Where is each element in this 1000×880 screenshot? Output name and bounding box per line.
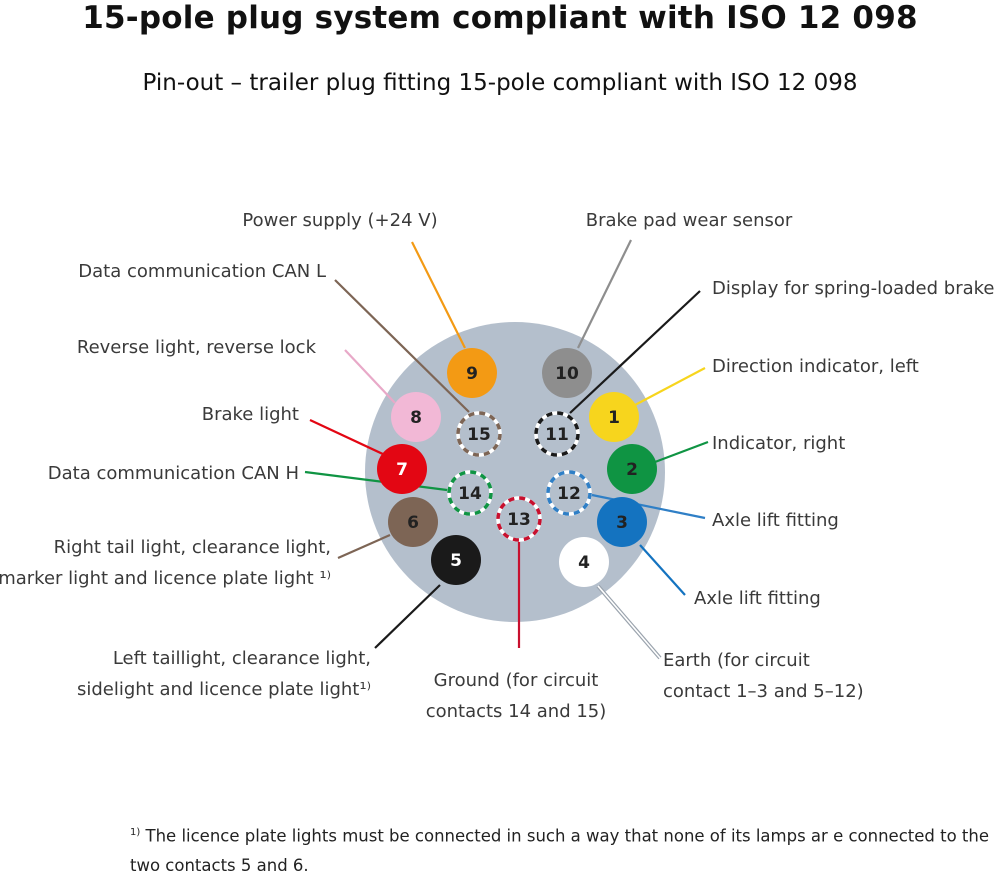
pin-number: 5 — [450, 551, 462, 571]
pin-number: 9 — [466, 364, 478, 384]
pin-11: 11 — [534, 411, 580, 457]
pin-8-body — [391, 392, 441, 442]
pin-8: 8 — [391, 392, 441, 442]
pin-1: 1 — [589, 392, 639, 442]
pin-4: 4 — [559, 537, 609, 587]
leader-line-8 — [344, 349, 396, 404]
pin-4-label: Earth (for circuit — [663, 650, 810, 671]
pin-4-label: contact 1–3 and 5–12) — [663, 681, 864, 702]
pin-4-body — [559, 537, 609, 587]
pin-number: 2 — [626, 460, 638, 480]
pin-number: 13 — [507, 510, 531, 530]
leader-line-2 — [654, 440, 709, 464]
page-subtitle: Pin-out – trailer plug fitting 15-pole c… — [142, 70, 858, 96]
pin-5-body — [431, 535, 481, 585]
pin-number: 3 — [616, 513, 628, 533]
pin-number: 10 — [555, 364, 579, 384]
leader-line-3 — [639, 544, 686, 596]
pin-6: 6 — [388, 497, 438, 547]
leader-line-9 — [411, 241, 466, 349]
pin-14-dashes — [447, 470, 493, 516]
leader-line-11 — [569, 290, 701, 414]
pin-13-label: contacts 14 and 15) — [426, 701, 607, 722]
pin-1-body — [589, 392, 639, 442]
pin-14-label: Data communication CAN H — [48, 463, 299, 484]
pin-15: 15 — [456, 411, 502, 457]
pin-10: 10 — [542, 348, 592, 398]
pin-number: 15 — [467, 425, 491, 445]
pin-number: 6 — [407, 513, 419, 533]
pin-5-label: sidelight and licence plate light¹⁾ — [77, 679, 371, 700]
pin-2: 2 — [607, 444, 657, 494]
leader-line-15 — [334, 279, 470, 413]
pin-8-label: Reverse light, reverse lock — [77, 337, 317, 358]
leader-line-5 — [374, 584, 441, 649]
pin-12-dashes — [546, 470, 592, 516]
leader-line-4-inner — [597, 585, 661, 659]
pin-10-label: Brake pad wear sensor — [586, 210, 793, 231]
pin-15-label: Data communication CAN L — [78, 261, 326, 282]
pin-3: 3 — [597, 497, 647, 547]
pin-5-label: Left taillight, clearance light, — [113, 648, 371, 669]
pin-12: 12 — [546, 470, 592, 516]
pin-5: 5 — [431, 535, 481, 585]
pin-9-body — [447, 348, 497, 398]
footnote-marker: 1) — [130, 827, 141, 838]
footnote: 1) The licence plate lights must be conn… — [130, 818, 1000, 880]
pin-9-label: Power supply (+24 V) — [242, 210, 437, 231]
pin-6-label: Right tail light, clearance light, — [54, 537, 331, 558]
pin-2-body — [607, 444, 657, 494]
pin-6-body — [388, 497, 438, 547]
pin-number: 4 — [578, 553, 590, 573]
pin-1-label: Direction indicator, left — [712, 356, 919, 377]
pin-15-dashes — [456, 411, 502, 457]
page-title: 15-pole plug system compliant with ISO 1… — [82, 0, 918, 36]
pin-2-label: Indicator, right — [712, 433, 845, 454]
pin-number: 1 — [608, 408, 620, 428]
pin-3-label: Axle lift fitting — [694, 588, 821, 609]
pin-12-label: Axle lift fitting — [712, 510, 839, 531]
leader-line-10 — [577, 239, 632, 349]
pin-7-label: Brake light — [202, 404, 299, 425]
pin-7: 7 — [377, 444, 427, 494]
pin-10-body — [542, 348, 592, 398]
pin-11-label: Display for spring-loaded brake — [712, 278, 994, 299]
pin-number: 12 — [557, 484, 581, 504]
pin-7-body — [377, 444, 427, 494]
pin-13-label: Ground (for circuit — [434, 670, 599, 691]
pin-number: 7 — [396, 460, 408, 480]
leader-line-1 — [634, 367, 706, 406]
pin-14: 14 — [447, 470, 493, 516]
leader-line-12 — [591, 493, 706, 520]
pin-number: 14 — [458, 484, 482, 504]
leader-line-6 — [337, 533, 391, 560]
leader-line-14 — [304, 470, 448, 492]
pin-9: 9 — [447, 348, 497, 398]
pin-13: 13 — [496, 496, 542, 542]
leader-line-7 — [309, 419, 386, 456]
pin-number: 11 — [545, 425, 569, 445]
pin-13-dashes — [496, 496, 542, 542]
pin-3-body — [597, 497, 647, 547]
footnote-text: The licence plate lights must be connect… — [130, 826, 990, 875]
pin-11-dashes — [534, 411, 580, 457]
pin-number: 8 — [410, 408, 422, 428]
pin-6-label: marker light and licence plate light ¹⁾ — [0, 568, 331, 589]
